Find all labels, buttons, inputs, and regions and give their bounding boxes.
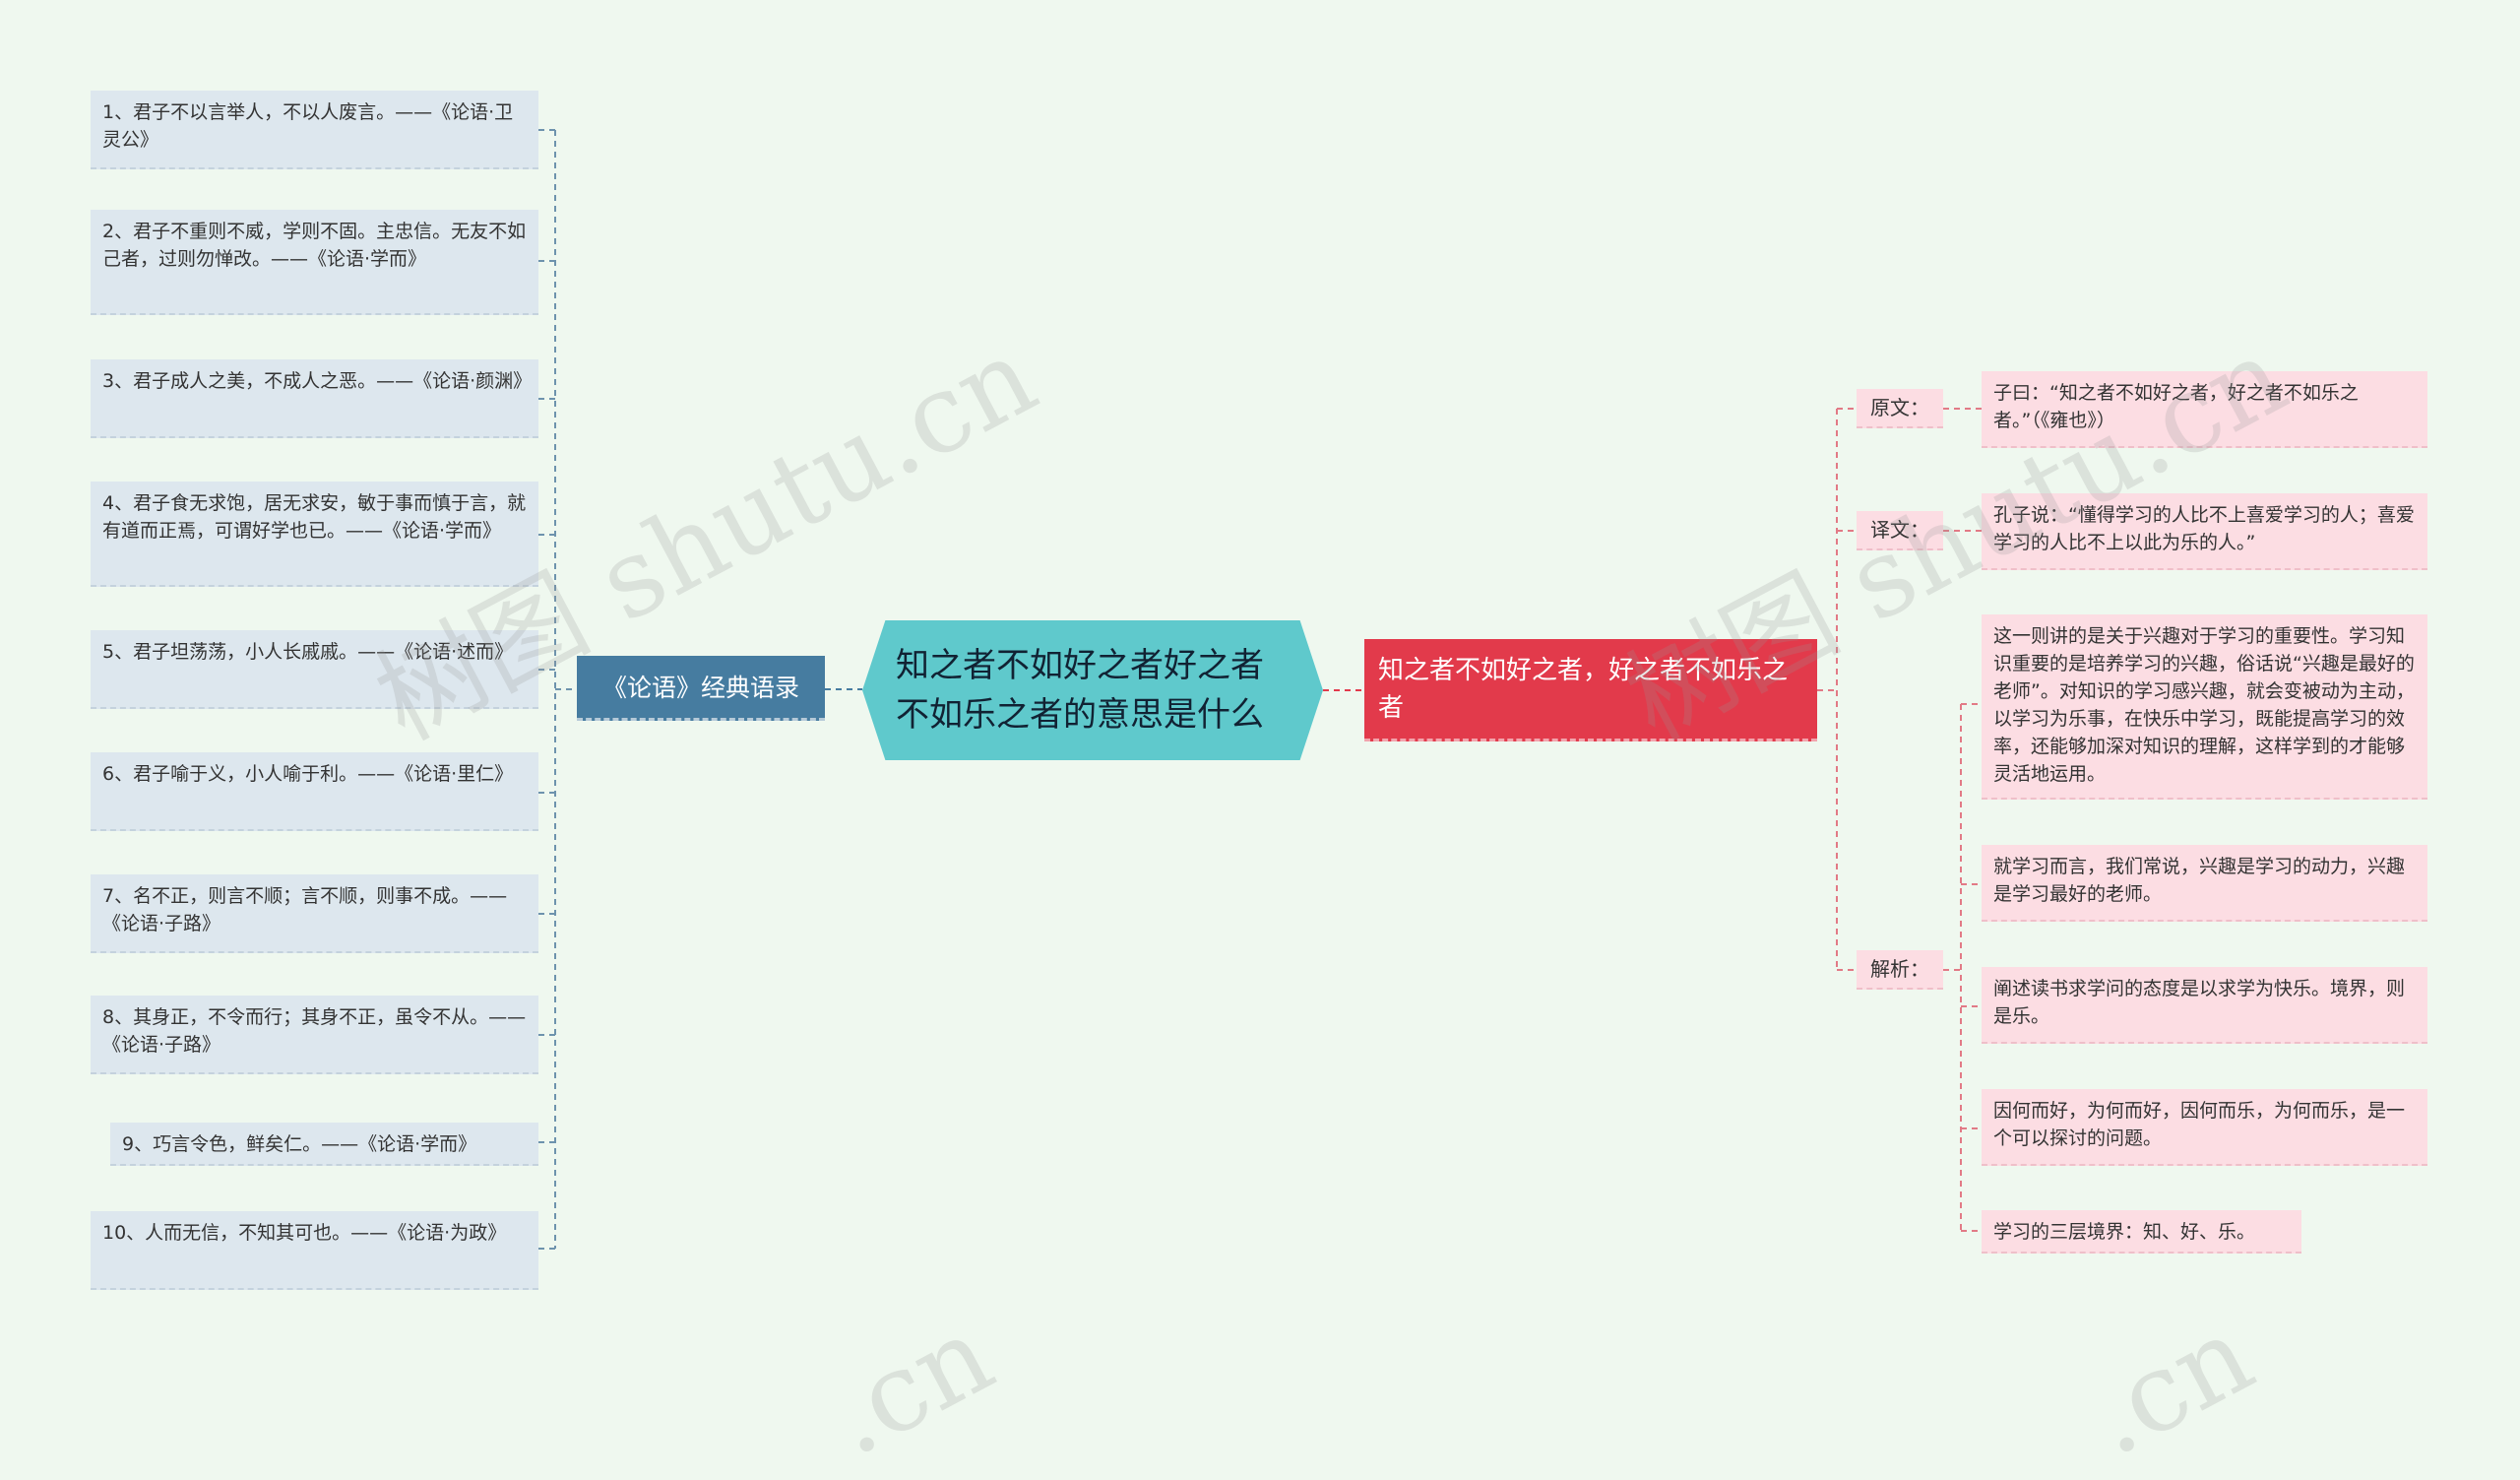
label-translation[interactable]: 译文： bbox=[1857, 511, 1943, 550]
analysis-item[interactable]: 阐述读书求学问的态度是以求学为快乐。境界，则是乐。 bbox=[1982, 967, 2427, 1044]
analysis-item[interactable]: 因何而好，为何而好，因何而乐，为何而乐，是一个可以探讨的问题。 bbox=[1982, 1089, 2427, 1166]
analysis-item[interactable]: 这一则讲的是关于兴趣对于学习的重要性。学习知识重要的是培养学习的兴趣，俗话说“兴… bbox=[1982, 614, 2427, 800]
quote-item[interactable]: 9、巧言令色，鲜矣仁。——《论语·学而》 bbox=[110, 1123, 538, 1166]
translation-item[interactable]: 孔子说：“懂得学习的人比不上喜爱学习的人；喜爱学习的人比不上以此为乐的人。” bbox=[1982, 493, 2427, 570]
quote-item[interactable]: 8、其身正，不令而行；其身不正，虽令不从。——《论语·子路》 bbox=[91, 996, 538, 1074]
quote-item[interactable]: 7、名不正，则言不顺；言不顺，则事不成。——《论语·子路》 bbox=[91, 874, 538, 953]
quote-item[interactable]: 2、君子不重则不威，学则不固。主忠信。无友不如己者，过则勿惮改。——《论语·学而… bbox=[91, 210, 538, 315]
quote-item[interactable]: 5、君子坦荡荡，小人长戚戚。——《论语·述而》 bbox=[91, 630, 538, 709]
quote-item[interactable]: 6、君子喻于义，小人喻于利。——《论语·里仁》 bbox=[91, 752, 538, 831]
mindmap-canvas: 知之者不如好之者好之者不如乐之者的意思是什么 《论语》经典语录 1、君子不以言举… bbox=[91, 91, 2427, 1480]
quote-item[interactable]: 1、君子不以言举人，不以人废言。——《论语·卫灵公》 bbox=[91, 91, 538, 169]
label-analysis[interactable]: 解析： bbox=[1857, 950, 1943, 990]
original-text-item[interactable]: 子曰：“知之者不如好之者，好之者不如乐之者。”（《雍也》） bbox=[1982, 371, 2427, 448]
quote-item[interactable]: 4、君子食无求饱，居无求安，敏于事而慎于言，就有道而正焉，可谓好学也已。——《论… bbox=[91, 482, 538, 587]
label-original-text[interactable]: 原文： bbox=[1857, 389, 1943, 428]
central-topic[interactable]: 知之者不如好之者好之者不如乐之者的意思是什么 bbox=[862, 620, 1323, 760]
analysis-item[interactable]: 就学习而言，我们常说，兴趣是学习的动力，兴趣是学习最好的老师。 bbox=[1982, 845, 2427, 922]
quote-item[interactable]: 3、君子成人之美，不成人之恶。——《论语·颜渊》 bbox=[91, 359, 538, 438]
quote-item[interactable]: 10、人而无信，不知其可也。——《论语·为政》 bbox=[91, 1211, 538, 1290]
analysis-item[interactable]: 学习的三层境界：知、好、乐。 bbox=[1982, 1210, 2301, 1254]
connector-lines bbox=[538, 129, 1982, 1250]
branch-analects-quotes[interactable]: 《论语》经典语录 bbox=[577, 656, 825, 721]
branch-explanation[interactable]: 知之者不如好之者，好之者不如乐之者 bbox=[1364, 639, 1817, 741]
